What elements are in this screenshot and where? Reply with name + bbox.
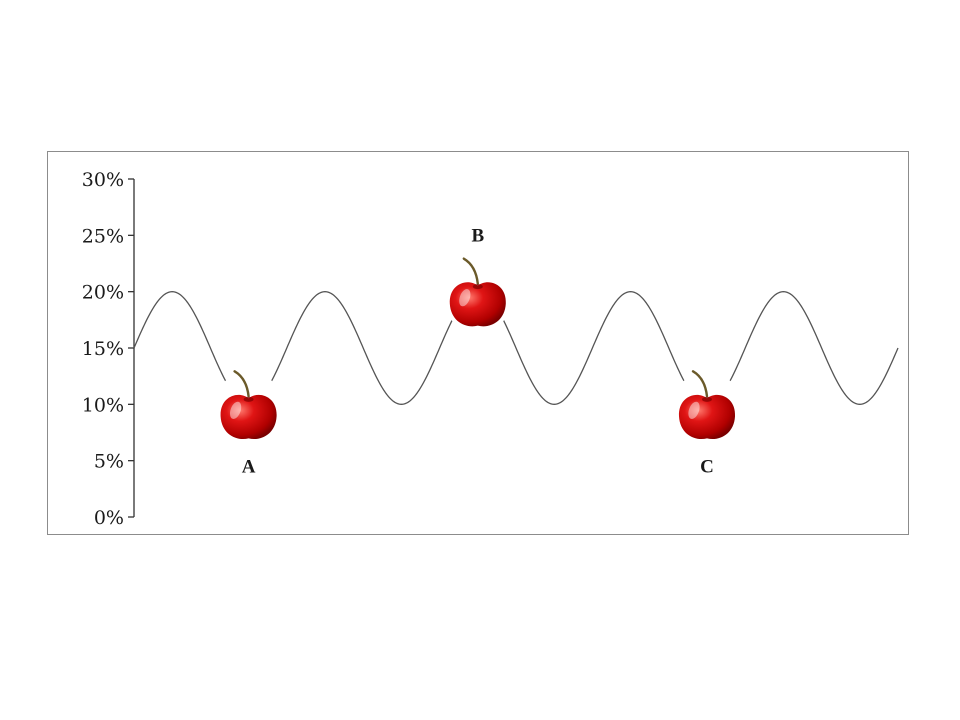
- point-label-b: B: [471, 226, 484, 247]
- y-tick-label: 30%: [82, 169, 124, 191]
- y-tick-label: 10%: [82, 394, 124, 416]
- y-tick-label: 5%: [94, 451, 124, 473]
- y-tick-label: 0%: [94, 507, 124, 529]
- chart-svg: 0% 5% 10% 15% 20% 25% 30% A B C: [82, 169, 899, 529]
- point-label-a: A: [242, 456, 256, 477]
- cherry-icon: [441, 257, 514, 332]
- y-tick-label: 20%: [82, 282, 124, 304]
- chart-frame: 0% 5% 10% 15% 20% 25% 30% A B C: [47, 151, 909, 535]
- y-tick-label: 25%: [82, 225, 124, 247]
- cherry-points: A B C: [212, 226, 743, 477]
- y-tick-label: 15%: [82, 338, 124, 360]
- cherry-icon: [212, 370, 285, 445]
- y-axis: 0% 5% 10% 15% 20% 25% 30%: [82, 169, 135, 529]
- cherry-icon: [671, 370, 743, 445]
- point-label-c: C: [700, 456, 714, 477]
